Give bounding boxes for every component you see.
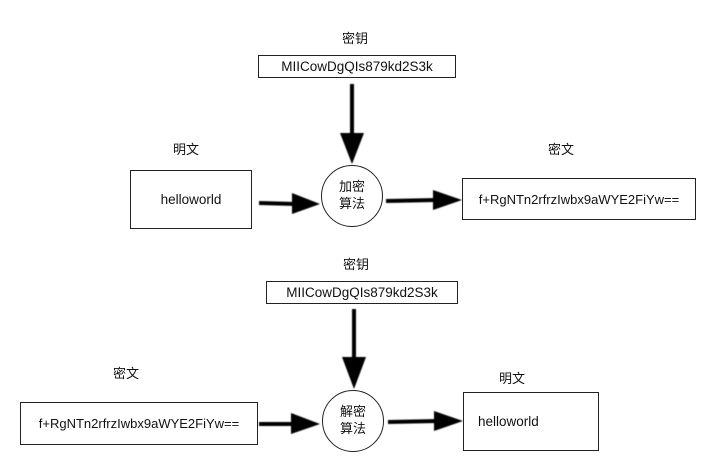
decrypt-algorithm-node: 解密 算法 — [322, 390, 384, 452]
decrypt-input-label: 密文 — [112, 367, 140, 382]
arrow-decrypt-to-plaintext — [387, 411, 463, 431]
decrypt-input-box: f+RgNTn2rfrzIwbx9aWYE2FiYw== — [20, 402, 258, 445]
encrypt-key-label: 密钥 — [341, 32, 369, 47]
decrypt-output-label: 明文 — [498, 372, 526, 387]
arrow-plaintext-to-encrypt — [258, 193, 320, 214]
arrow-ciphertext-to-decrypt — [259, 413, 320, 434]
encrypt-input-value: helloworld — [160, 192, 222, 207]
encrypt-input-label: 明文 — [172, 143, 200, 158]
encrypt-input-box: helloworld — [130, 170, 252, 229]
encrypt-key-box: MIICowDgQIs879kd2S3k — [258, 55, 456, 78]
decrypt-algorithm-line1: 解密 — [339, 405, 366, 420]
decrypt-output-box: helloworld — [463, 392, 599, 451]
encrypt-key-value: MIICowDgQIs879kd2S3k — [281, 59, 433, 74]
decrypt-algorithm-line2: 算法 — [339, 422, 366, 437]
encrypt-output-label: 密文 — [547, 143, 575, 158]
encrypt-algorithm-line2: 算法 — [338, 197, 365, 212]
decrypt-key-label: 密钥 — [342, 258, 370, 273]
decrypt-key-value: MIICowDgQIs879kd2S3k — [286, 285, 438, 300]
encrypt-output-value: f+RgNTn2rfrzIwbx9aWYE2FiYw== — [478, 191, 680, 207]
encrypt-output-box: f+RgNTn2rfrzIwbx9aWYE2FiYw== — [462, 178, 696, 220]
decrypt-key-box: MIICowDgQIs879kd2S3k — [266, 281, 458, 304]
arrow-encrypt-to-ciphertext — [385, 190, 462, 210]
arrow-key-to-encrypt — [340, 84, 364, 164]
decrypt-output-value: helloworld — [478, 414, 539, 429]
arrow-key-to-decrypt — [342, 309, 366, 389]
encrypt-algorithm-node: 加密 算法 — [321, 165, 383, 227]
decrypt-input-value: f+RgNTn2rfrzIwbx9aWYE2FiYw== — [38, 416, 240, 431]
encrypt-algorithm-line1: 加密 — [338, 180, 365, 195]
